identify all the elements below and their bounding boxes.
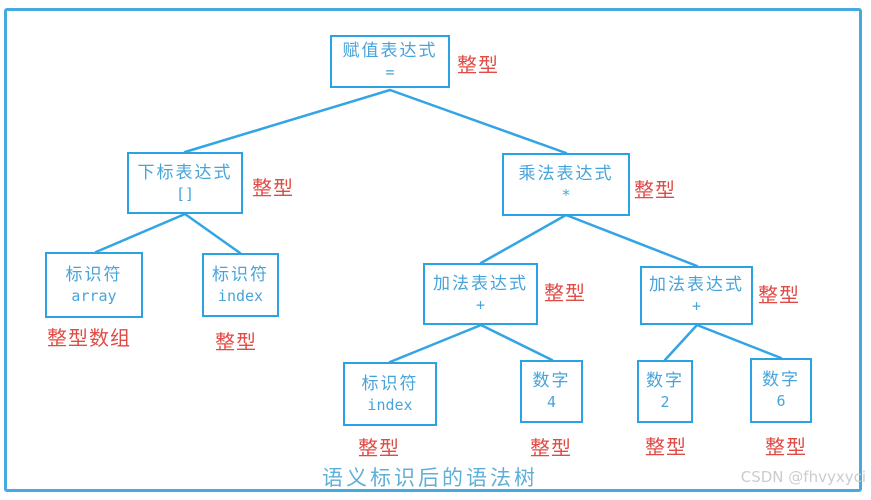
tree-node-subscript-expr: 下标表达式 []	[127, 152, 243, 214]
node-title: 下标表达式	[137, 162, 233, 183]
edge-addright-num6	[695, 323, 783, 360]
type-label-array: 整型数组	[47, 326, 131, 350]
diagram-border-frame	[4, 8, 862, 492]
node-title: 加法表达式	[649, 275, 744, 295]
node-title: 数字	[646, 371, 684, 391]
type-label-root: 整型	[457, 53, 499, 77]
node-operator: 2	[660, 393, 670, 412]
node-title: 标识符	[212, 264, 269, 285]
tree-node-assignment-expr: 赋值表达式 =	[330, 35, 450, 88]
tree-node-identifier-index-left: 标识符 index	[202, 253, 279, 317]
type-label-num2: 整型	[645, 435, 687, 459]
edge-addright-num2	[663, 323, 699, 362]
tree-node-identifier-array: 标识符 array	[45, 252, 143, 318]
node-operator: 6	[776, 392, 786, 411]
tree-node-number-6: 数字 6	[750, 358, 812, 423]
edge-addleft-index	[388, 323, 483, 364]
diagram-caption: 语义标识后的语法树	[322, 466, 538, 490]
node-title: 乘法表达式	[518, 164, 614, 184]
tree-node-number-4: 数字 4	[520, 360, 583, 423]
type-label-multiply: 整型	[634, 178, 676, 202]
tree-node-multiply-expr: 乘法表达式 *	[502, 153, 630, 216]
csdn-watermark: CSDN @fhvyxyci	[740, 468, 866, 486]
type-label-index-left: 整型	[215, 330, 257, 354]
node-title: 标识符	[361, 373, 419, 394]
edge-multiply-addright	[564, 213, 699, 268]
tree-node-add-expr-right: 加法表达式 +	[640, 266, 753, 325]
tree-node-add-expr-left: 加法表达式 +	[423, 263, 538, 325]
edge-subscript-array	[94, 212, 187, 254]
type-label-index-bottom: 整型	[358, 436, 400, 460]
node-title: 赋值表达式	[342, 41, 438, 61]
type-label-num6: 整型	[765, 435, 807, 459]
node-operator: index	[217, 286, 264, 305]
node-title: 数字	[532, 371, 571, 391]
tree-node-number-2: 数字 2	[637, 360, 693, 423]
type-label-subscript: 整型	[252, 176, 294, 200]
tree-node-identifier-index-bottom: 标识符 index	[343, 362, 437, 426]
node-operator: *	[561, 186, 571, 205]
edge-root-multiply	[388, 88, 568, 155]
node-title: 标识符	[65, 264, 123, 285]
type-label-num4: 整型	[530, 436, 572, 460]
node-operator: =	[385, 63, 395, 82]
edge-addleft-num4	[479, 323, 554, 362]
edge-subscript-index	[183, 212, 242, 255]
edge-root-subscript	[183, 88, 392, 154]
node-operator: index	[367, 395, 413, 414]
edge-multiply-addleft	[479, 213, 568, 265]
node-title: 加法表达式	[433, 273, 528, 294]
node-title: 数字	[762, 370, 800, 390]
node-operator: 4	[546, 393, 557, 412]
node-operator: +	[475, 295, 486, 314]
node-operator: array	[71, 286, 117, 305]
node-operator: +	[691, 297, 702, 316]
type-label-add-left: 整型	[544, 281, 586, 305]
node-operator: []	[175, 184, 195, 203]
type-label-add-right: 整型	[758, 283, 800, 307]
